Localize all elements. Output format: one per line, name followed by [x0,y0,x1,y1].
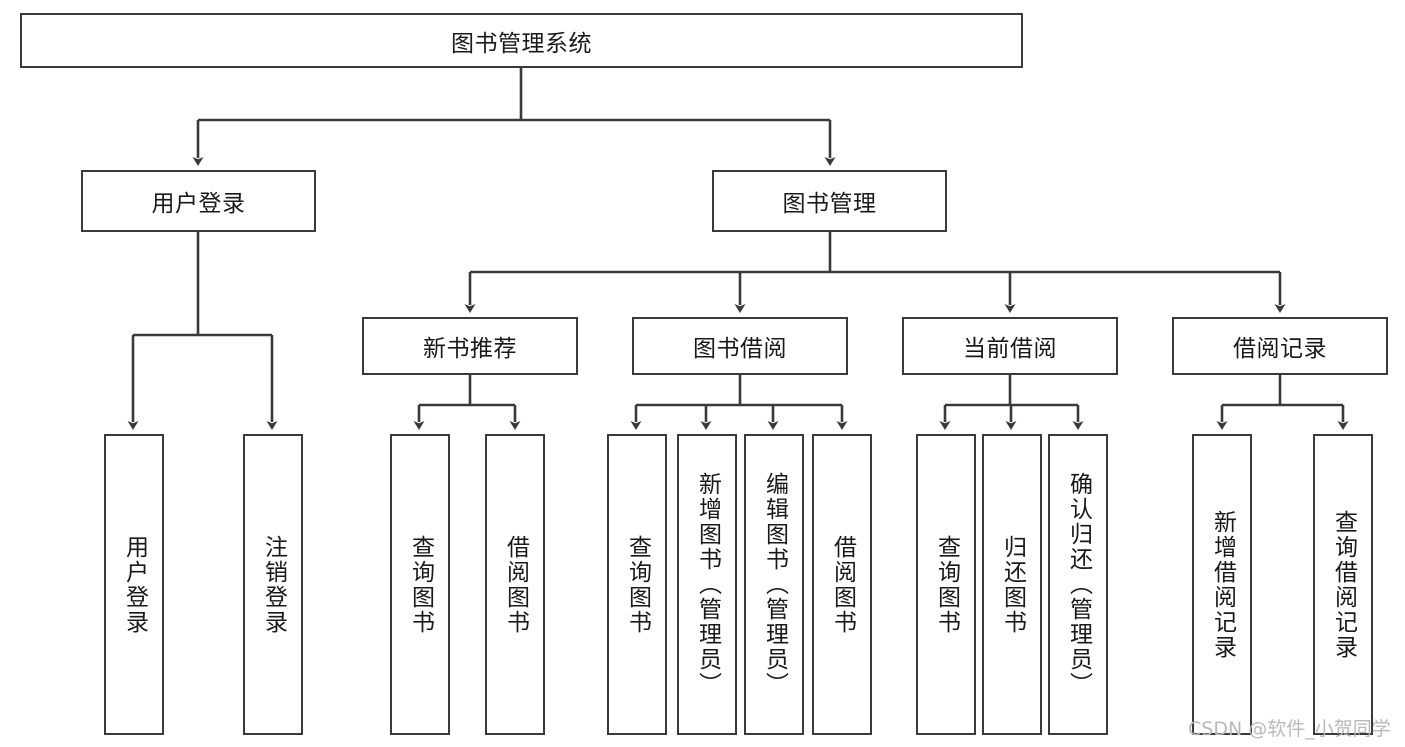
leaf-label: 编辑图书（管理员） [761,472,788,697]
csdn-watermark: CSDN @软件_小贺同学 [1188,718,1391,740]
leaf-label: 注销登录 [260,534,287,635]
node-borrow-record[interactable]: 借阅记录 [1172,317,1388,375]
leaf-label: 新增图书（管理员） [694,472,721,697]
leaf-label: 借阅图书 [502,534,529,635]
leaf-query-book-2: 查询图书 [607,434,667,735]
leaf-label: 查询借阅记录 [1330,509,1357,660]
node-book-management[interactable]: 图书管理 [712,170,947,232]
leaf-query-book-3: 查询图书 [916,434,976,735]
node-user-login[interactable]: 用户登录 [81,170,316,232]
leaf-label: 查询图书 [933,534,960,635]
node-book-borrow[interactable]: 图书借阅 [632,317,848,375]
leaf-label: 归还图书 [999,534,1026,635]
leaf-query-book-1: 查询图书 [390,434,450,735]
leaf-label: 确认归还（管理员） [1065,472,1092,697]
leaf-confirm-return: 确认归还（管理员） [1048,434,1108,735]
leaf-borrow-book-1: 借阅图书 [485,434,545,735]
node-current-borrow[interactable]: 当前借阅 [902,317,1118,375]
leaf-logout-login: 注销登录 [243,434,303,735]
leaf-label: 查询图书 [624,534,651,635]
leaf-add-book: 新增图书（管理员） [677,434,737,735]
leaf-return-book: 归还图书 [982,434,1042,735]
leaf-label: 用户登录 [121,534,148,635]
leaf-add-record: 新增借阅记录 [1192,434,1252,735]
leaf-label: 新增借阅记录 [1209,509,1236,660]
leaf-edit-book: 编辑图书（管理员） [744,434,804,735]
leaf-label: 查询图书 [407,534,434,635]
leaf-label: 借阅图书 [829,534,856,635]
leaf-user-login: 用户登录 [104,434,164,735]
leaf-query-record: 查询借阅记录 [1313,434,1373,735]
node-root-system[interactable]: 图书管理系统 [20,13,1023,68]
node-new-book-recommend[interactable]: 新书推荐 [362,317,578,375]
leaf-borrow-book-2: 借阅图书 [812,434,872,735]
